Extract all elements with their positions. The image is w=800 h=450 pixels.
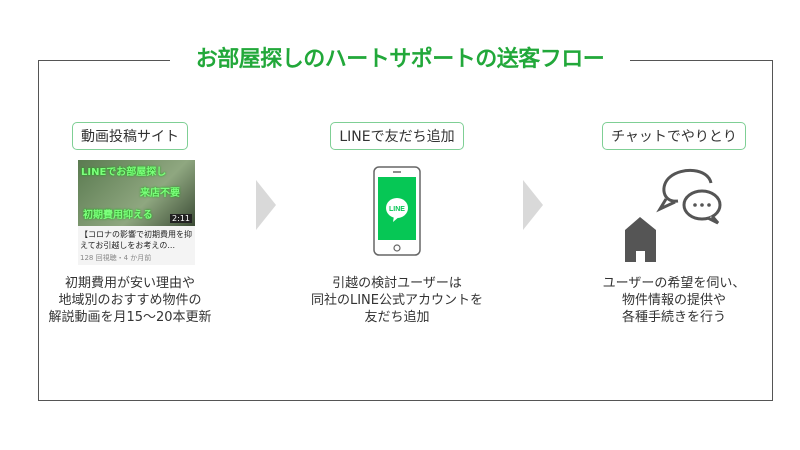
house-icon	[625, 217, 656, 262]
video-caption: 【コロナの影響で初期費用を抑えてお引越しをお考えの...	[80, 230, 192, 250]
overlay-text: 来店不要	[140, 188, 180, 199]
desc-line: 地域別のおすすめ物件の	[58, 293, 202, 308]
desc-line: 初期費用が安い理由や	[64, 276, 195, 291]
desc-line: 引越の検討ユーザーは	[332, 276, 462, 291]
step-label: LINEで友だち追加	[330, 122, 464, 150]
step-video-site: 動画投稿サイト	[5, 122, 255, 150]
video-duration: 2:11	[170, 214, 192, 223]
step-label: 動画投稿サイト	[72, 122, 188, 150]
desc-line: 物件情報の提供や	[621, 293, 726, 308]
house-chat-icon	[625, 169, 722, 262]
arrow-right-icon	[256, 180, 276, 230]
overlay-text: 初期費用抑える	[83, 210, 153, 221]
step-line-add: LINEで友だち追加	[272, 122, 522, 150]
video-thumbnail: LINEでお部屋探し 来店不要 初期費用抑える 2:11	[78, 160, 195, 226]
desc-line: 同社のLINE公式アカウントを	[310, 293, 483, 308]
step-description: 初期費用が安い理由や 地域別のおすすめ物件の 解説動画を月15～20本更新	[5, 275, 255, 326]
step-description: 引越の検討ユーザーは 同社のLINE公式アカウントを 友だち追加	[272, 275, 522, 326]
page-title: お部屋探しのハートサポートの送客フロー	[170, 44, 630, 76]
desc-line: ユーザーの希望を伺い、	[602, 276, 746, 291]
desc-line: 解説動画を月15～20本更新	[48, 310, 212, 325]
line-logo: LINE	[389, 206, 405, 213]
arrow-right-icon	[523, 180, 543, 230]
step-label: チャットでやりとり	[602, 122, 746, 150]
line-phone-icon: LINE	[373, 166, 421, 256]
desc-line: 友だち追加	[364, 310, 430, 325]
overlay-text: LINEでお部屋探し	[81, 167, 167, 178]
step-description: ユーザーの希望を伺い、 物件情報の提供や 各種手続きを行う	[549, 275, 799, 326]
desc-line: 各種手続きを行う	[621, 310, 726, 325]
video-meta: 128 回視聴・4 か月前	[80, 254, 152, 262]
step-chat: チャットでやりとり	[549, 122, 799, 150]
video-thumbnail-card: LINEでお部屋探し 来店不要 初期費用抑える 2:11 【コロナの影響で初期費…	[78, 160, 195, 265]
